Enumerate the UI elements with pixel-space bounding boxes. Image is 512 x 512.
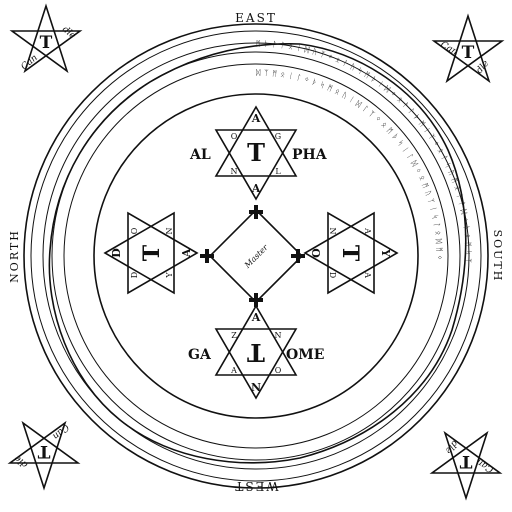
svg-text:O: O: [231, 132, 238, 141]
svg-text:G: G: [275, 132, 281, 141]
central-diamond: Master: [208, 208, 304, 304]
ring-2: [30, 30, 482, 482]
svg-text:O: O: [130, 227, 139, 234]
svg-text:A: A: [180, 248, 193, 258]
pentagram-top-right: T Can dle: [431, 13, 505, 84]
svg-text:D: D: [110, 248, 123, 258]
word-alpha-left: AL: [189, 147, 211, 163]
pentagram-bottom-left: T Can dle: [7, 420, 81, 491]
svg-text:T: T: [40, 33, 53, 53]
svg-text:D: D: [328, 272, 337, 278]
ring-3: [42, 42, 470, 470]
cross-top: [249, 205, 263, 219]
hexagram-right: T Y A A N D O: [303, 211, 399, 295]
label-north: NORTH: [8, 229, 21, 283]
svg-text:N: N: [165, 228, 174, 235]
hexagram-left: T D D O Y N A: [103, 211, 199, 295]
svg-text:Y: Y: [165, 272, 174, 279]
svg-text:T: T: [337, 245, 363, 262]
svg-text:T: T: [459, 451, 472, 471]
svg-text:A: A: [251, 182, 261, 195]
svg-text:N: N: [328, 228, 337, 235]
svg-text:D: D: [130, 272, 139, 278]
label-east: EAST: [235, 11, 277, 25]
cross-right: [291, 249, 305, 263]
svg-text:Can: Can: [50, 422, 70, 441]
svg-text:N: N: [251, 381, 261, 394]
svg-text:Z: Z: [231, 331, 237, 340]
word-alpha-right: PHA: [292, 147, 328, 163]
svg-text:dle: dle: [443, 438, 460, 455]
word-omega-right: GA: [188, 347, 212, 363]
ring-4: [51, 51, 461, 461]
svg-text:N: N: [231, 167, 238, 176]
svg-text:T: T: [247, 338, 265, 367]
svg-text:O: O: [275, 366, 282, 375]
svg-text:A: A: [251, 311, 261, 324]
svg-text:A: A: [230, 366, 237, 375]
svg-text:N: N: [275, 331, 282, 340]
svg-text:O: O: [309, 248, 322, 258]
svg-text:A: A: [363, 227, 372, 234]
svg-text:Can: Can: [20, 53, 40, 72]
svg-text:Y: Y: [379, 248, 392, 257]
svg-text:T: T: [462, 43, 475, 63]
cross-left: [200, 249, 214, 263]
ring-5: [63, 63, 449, 449]
svg-text:A: A: [251, 112, 261, 125]
inner-ring: [93, 93, 419, 419]
svg-text:T: T: [139, 244, 165, 261]
concentric-rings: [23, 23, 489, 489]
svg-text:T: T: [247, 138, 265, 167]
svg-text:dle: dle: [13, 453, 30, 470]
pentagram-bottom-right: T Can dle: [429, 430, 503, 501]
cross-bottom: [249, 293, 263, 307]
label-south: SOUTH: [491, 230, 504, 283]
svg-text:dle: dle: [60, 25, 77, 42]
word-omega-left: OME: [286, 347, 324, 363]
svg-text:L: L: [275, 167, 281, 176]
hexagram-bottom: T A Z N A O N: [214, 304, 298, 400]
hexagram-top: T A O G N L A: [214, 105, 298, 201]
outer-ring: [23, 23, 489, 489]
svg-text:A: A: [363, 271, 372, 278]
svg-text:T: T: [37, 441, 50, 461]
master-label: Master: [242, 242, 270, 270]
label-west: WEST: [233, 479, 278, 493]
pentagram-top-left: T Can dle: [9, 3, 83, 74]
serpent-band: [48, 43, 467, 464]
